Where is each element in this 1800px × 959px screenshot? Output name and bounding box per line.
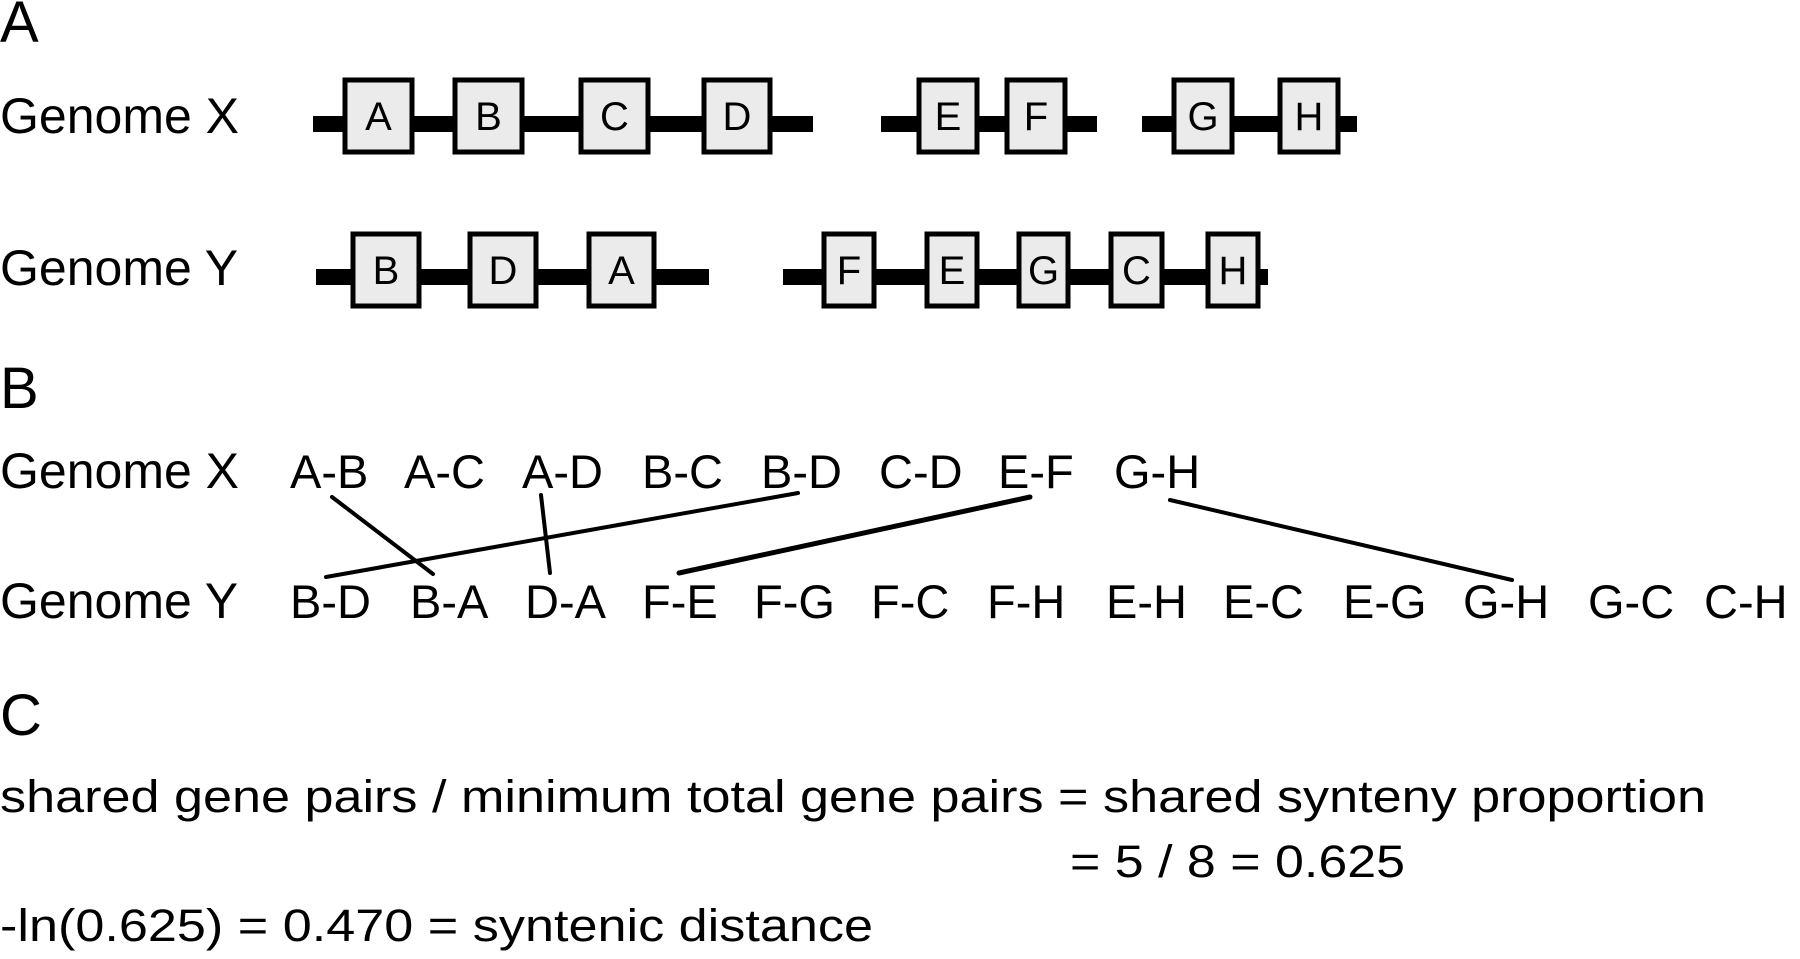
gene-box [1205,231,1261,309]
gene-label: B [373,249,400,293]
gene-g-genome-y: G [1016,231,1071,309]
genome-x-pair-list: A-B A-C A-D B-C B-D C-D E-F G-H [290,445,1200,498]
gene-label: H [1295,95,1324,139]
gene-pair-x: A-C [404,445,485,498]
gene-label: G [1028,249,1059,293]
gene-box [916,77,980,155]
gene-pair-y: C-H [1704,575,1788,628]
gene-label: E [935,95,962,139]
gene-box [586,231,657,309]
shared-link-a-d [539,493,552,575]
genome-y-pair-list: B-D B-A D-A F-E F-G F-C F-H E-H E-C E-G G-H G-C C-H [290,575,1788,628]
gene-h-genome-y: H [1205,231,1261,309]
gene-label: G [1187,95,1218,139]
syntenic-distance-formula: -ln(0.625) = 0.470 = syntenic distance [0,900,873,951]
gene-box [1004,77,1068,155]
gene-box [467,231,539,309]
gene-label: F [837,249,861,293]
gene-label: D [723,95,752,139]
gene-pair-x: A-D [522,445,603,498]
chromosome: A B C D [313,77,813,155]
gene-pair-y: B-D [290,575,371,628]
shared-link-g-h [1168,498,1514,582]
gene-c-genome-y: C [1108,231,1165,309]
gene-label: A [365,95,392,139]
gene-label: B [475,95,502,139]
gene-label: H [1219,249,1248,293]
gene-box [578,77,651,155]
gene-f-genome-x: F [1004,77,1068,155]
gene-pair-y: F-H [987,575,1065,628]
gene-box [821,231,877,309]
gene-f-genome-y: F [821,231,877,309]
gene-box [452,77,525,155]
gene-pair-y: E-C [1223,575,1304,628]
gene-h-genome-x: H [1277,77,1341,155]
shared-link-e-f [676,494,1033,576]
gene-e-genome-x: E [916,77,980,155]
gene-box [1108,231,1165,309]
gene-pair-y: D-A [525,575,607,628]
gene-e-genome-y: E [924,231,980,309]
gene-g-genome-x: G [1171,77,1235,155]
gene-pair-x: B-D [761,445,842,498]
gene-b-genome-y: B [350,231,422,309]
gene-pair-y: F-C [871,575,949,628]
gene-box [1277,77,1341,155]
gene-box [924,231,980,309]
panel-c-label: C [0,683,42,748]
gene-box [1171,77,1235,155]
panel-c: C shared gene pairs / minimum total gene… [0,683,1706,951]
gene-label: F [1024,95,1048,139]
gene-pair-x: G-H [1114,445,1200,498]
gene-c-genome-x: C [578,77,651,155]
gene-pair-y: E-G [1343,575,1427,628]
gene-d-genome-y: D [467,231,539,309]
gene-pair-y: F-G [754,575,835,628]
gene-box [1016,231,1071,309]
gene-pair-x: B-C [642,445,723,498]
gene-label: A [608,249,635,293]
gene-pair-y: G-C [1588,575,1674,628]
synteny-proportion-formula: shared gene pairs / minimum total gene p… [0,771,1706,822]
genome-y-label: Genome Y [0,240,238,296]
genome-x-label: Genome X [0,88,239,144]
chromosome-bar [313,116,813,132]
gene-label: D [489,249,518,293]
gene-pair-y: B-A [410,575,489,628]
gene-b-genome-x: B [452,77,525,155]
gene-label: C [600,95,629,139]
shared-pair-links [324,491,1514,582]
panel-b: B Genome X Genome Y A-B A-C A-D B-C B-D C-D E-… [0,356,1788,629]
gene-label: E [939,249,966,293]
genome-y-pairs-label: Genome Y [0,573,238,629]
gene-label: C [1122,249,1151,293]
gene-a-genome-x: A [342,77,415,155]
synteny-proportion-result: = 5 / 8 = 0.625 [1070,836,1405,887]
panel-b-label: B [0,356,39,421]
gene-box [701,77,773,155]
gene-pair-y: E-H [1106,575,1187,628]
gene-pair-x: A-B [290,445,368,498]
gene-pair-x: E-F [998,445,1074,498]
gene-d-genome-x: D [701,77,773,155]
gene-pair-x: C-D [879,445,963,498]
gene-a-genome-y: A [586,231,657,309]
panel-a-label: A [0,0,39,55]
genome-x-pairs-label: Genome X [0,443,239,499]
shared-link-b-d [324,491,800,579]
gene-pair-y: G-H [1463,575,1549,628]
gene-box [350,231,422,309]
gene-pair-y: F-E [642,575,718,628]
gene-box [342,77,415,155]
